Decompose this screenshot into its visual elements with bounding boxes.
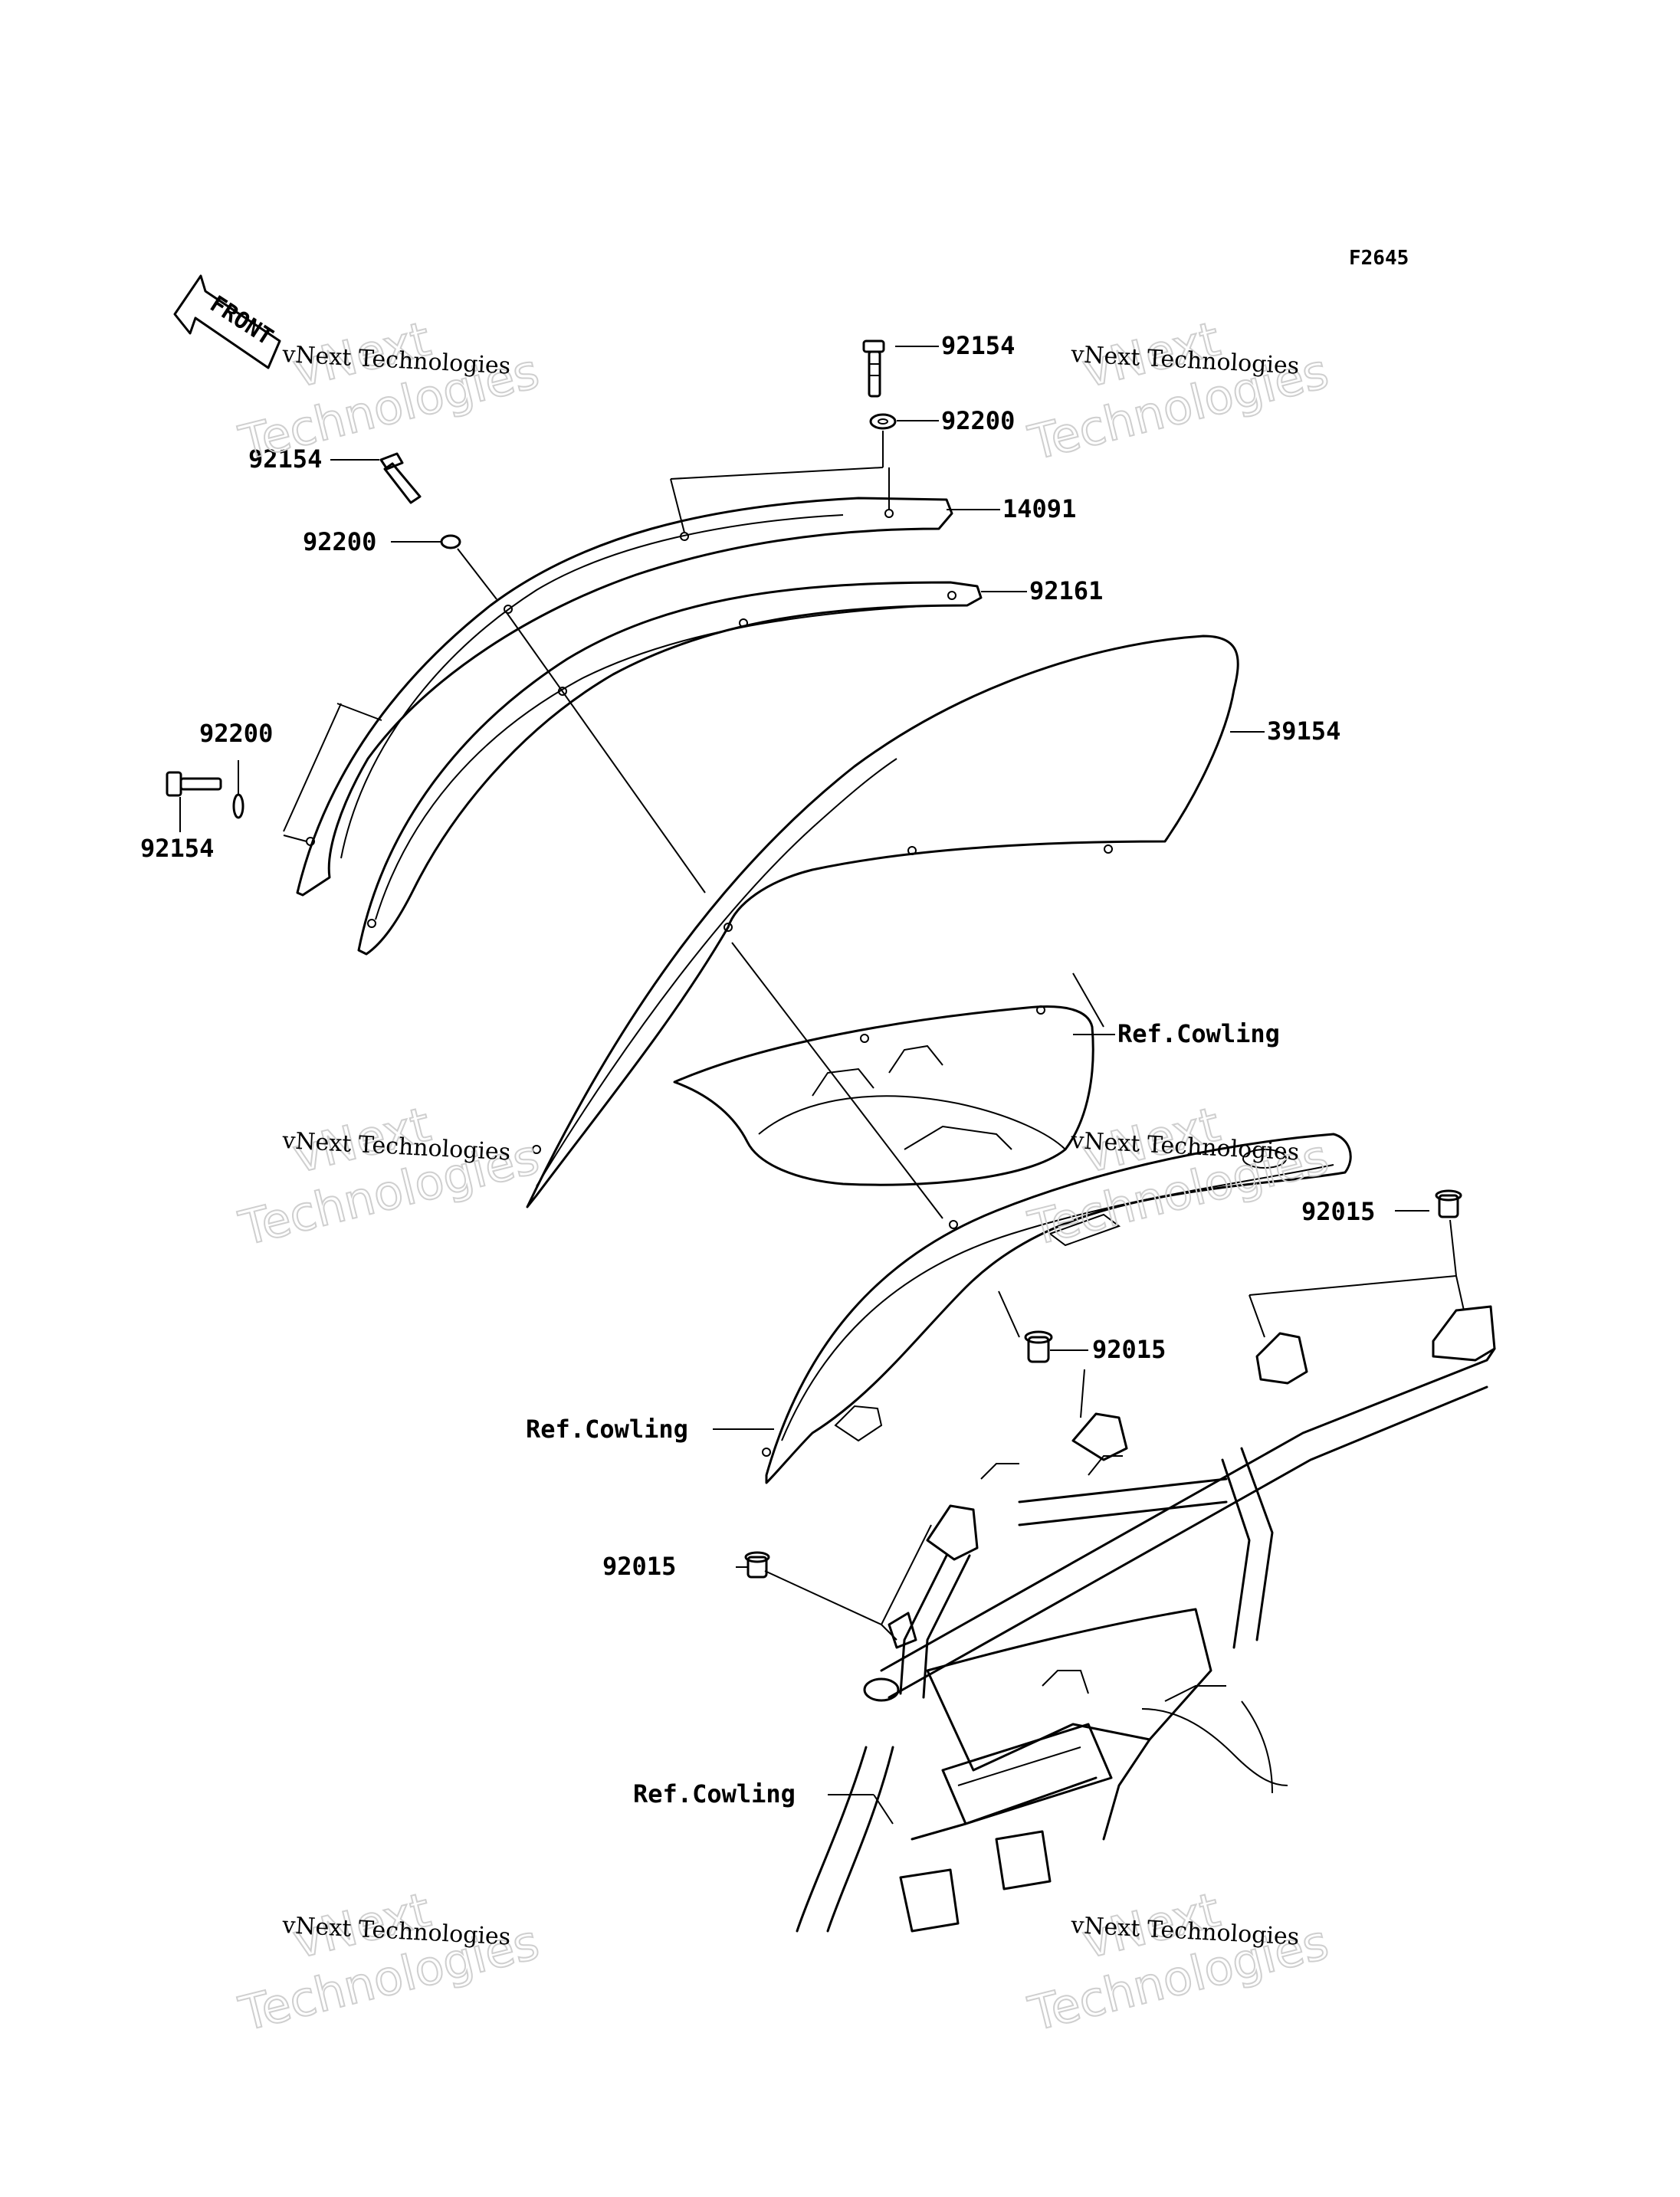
watermark-bottom-left: vNextTechnologies vNext Technologies <box>220 1858 545 2042</box>
watermark-bottom-right: vNextTechnologies vNext Technologies <box>1009 1858 1334 2042</box>
callout-bolt-92154-lower: 92154 <box>140 834 214 863</box>
callout-cowling-upper: Ref.Cowling <box>1117 1019 1280 1048</box>
leader-lines <box>179 346 1465 1825</box>
windshield-39154 <box>526 635 1239 1208</box>
grommet-92015-left <box>744 1551 770 1579</box>
bracket-92161 <box>357 581 983 956</box>
watermark-middle-right: vNextTechnologies vNext Technologies <box>1022 1095 1334 1257</box>
callout-bracket-14091: 14091 <box>1002 494 1076 523</box>
callout-washer-92200-lower: 92200 <box>199 719 273 748</box>
washer-92200-left <box>440 534 461 549</box>
callout-bolt-92154-left: 92154 <box>248 444 322 474</box>
callout-cowling-middle: Ref.Cowling <box>526 1415 688 1444</box>
callout-washer-92200-left: 92200 <box>303 527 376 556</box>
watermark-graphic: vNextTechnologies <box>220 1858 544 2042</box>
front-label: FRONT <box>205 290 278 351</box>
front-direction-arrow-icon: FRONT <box>173 274 281 369</box>
watermark-middle-left: vNextTechnologies vNext Technologies <box>233 1095 545 1257</box>
callout-grommet-92015-left: 92015 <box>602 1552 676 1581</box>
callout-bracket-92161: 92161 <box>1029 576 1103 605</box>
callout-grommet-92015-right: 92015 <box>1301 1197 1375 1226</box>
watermark-top-right: vNextTechnologies vNext Technologies <box>1009 287 1334 471</box>
callout-grommet-92015-middle: 92015 <box>1092 1335 1166 1364</box>
bolt-92154-left <box>379 452 422 504</box>
figure-code: F2645 <box>1349 247 1409 270</box>
watermark-graphic: vNextTechnologies <box>1009 287 1334 471</box>
grommet-92015-right <box>1435 1189 1462 1218</box>
callout-cowling-frame: Ref.Cowling <box>633 1779 796 1808</box>
callout-washer-92200-top: 92200 <box>941 406 1015 435</box>
bracket-14091 <box>296 497 953 897</box>
washer-92200-lower <box>232 793 244 819</box>
washer-92200-top <box>869 413 897 430</box>
watermark-top-left: vNextTechnologies vNext Technologies <box>220 287 545 471</box>
callout-windshield-39154: 39154 <box>1267 716 1340 746</box>
grommet-92015-middle <box>1024 1330 1053 1363</box>
bolt-92154-top <box>862 339 885 398</box>
watermark-graphic: vNextTechnologies <box>1009 1858 1334 2042</box>
bolt-92154-lower <box>166 771 222 797</box>
cowling-middle <box>762 1133 1352 1484</box>
cowling-upper <box>673 972 1104 1186</box>
callout-bolt-92154-top: 92154 <box>941 331 1015 360</box>
cowling-frame-stay <box>796 1305 1496 1933</box>
watermark-graphic: vNextTechnologies <box>220 287 544 471</box>
